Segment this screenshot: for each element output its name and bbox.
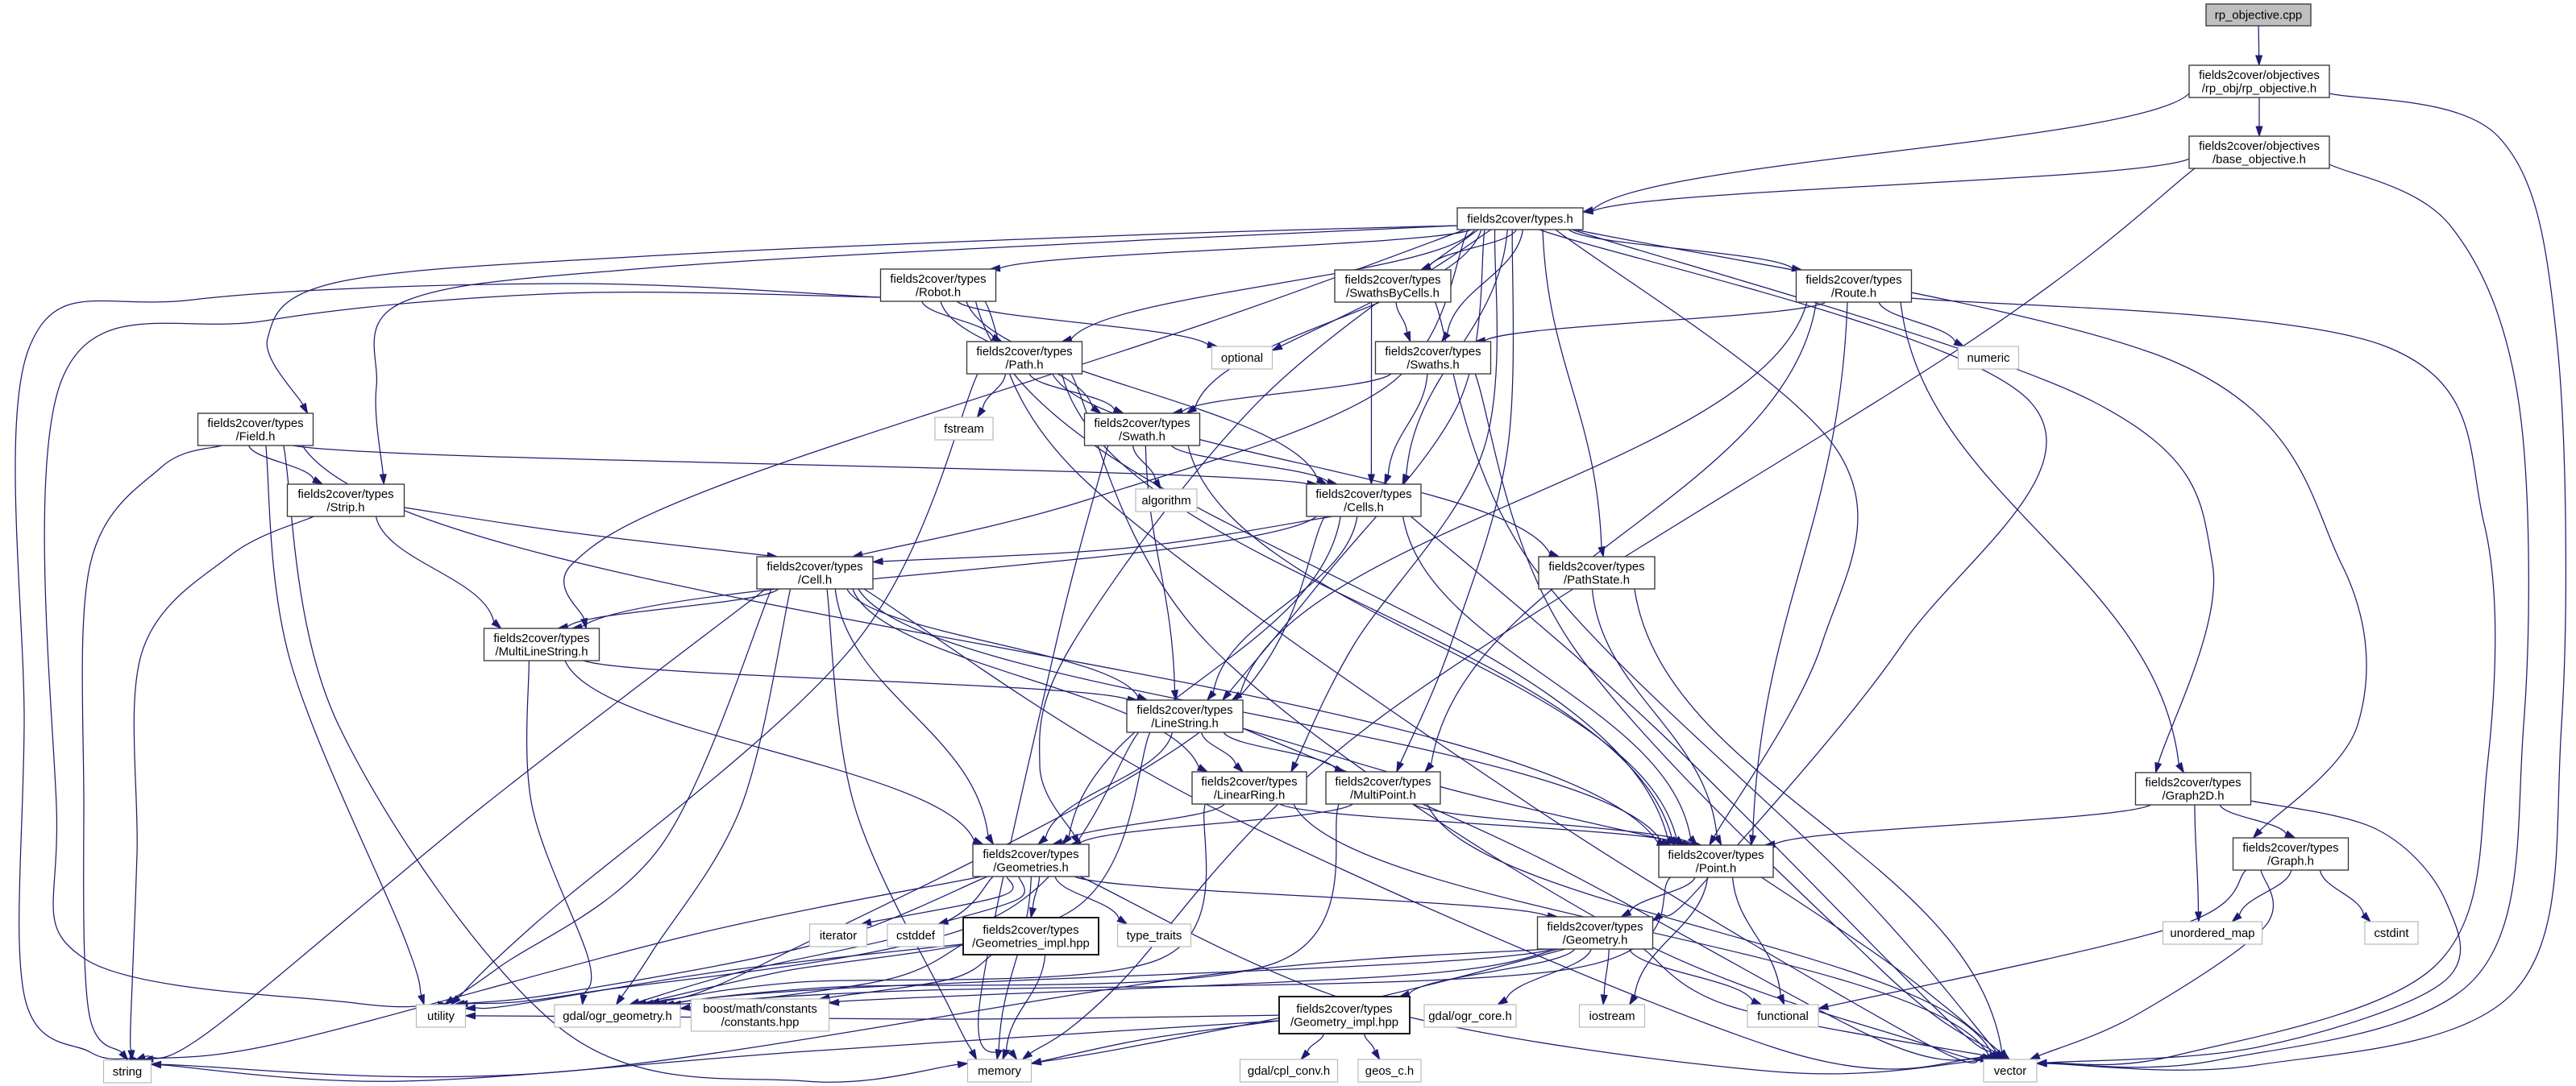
svg-text:/MultiPoint.h: /MultiPoint.h bbox=[1350, 790, 1416, 802]
svg-text:cstddef: cstddef bbox=[896, 930, 936, 943]
svg-text:string: string bbox=[113, 1066, 142, 1079]
svg-text:/Geometries.h: /Geometries.h bbox=[993, 862, 1069, 875]
svg-text:type_traits: type_traits bbox=[1127, 930, 1182, 943]
svg-text:/Graph2D.h: /Graph2D.h bbox=[2163, 790, 2225, 803]
svg-text:/Cells.h: /Cells.h bbox=[1344, 502, 1384, 515]
svg-text:gdal/cpl_conv.h: gdal/cpl_conv.h bbox=[1248, 1065, 1330, 1078]
svg-text:iostream: iostream bbox=[1589, 1010, 1635, 1023]
svg-text:fields2cover/types: fields2cover/types bbox=[767, 561, 862, 574]
svg-text:/Geometry.h: /Geometry.h bbox=[1563, 935, 1628, 947]
svg-text:/Route.h: /Route.h bbox=[1831, 288, 1876, 301]
svg-text:/LineString.h: /LineString.h bbox=[1151, 718, 1219, 731]
svg-text:fields2cover/types: fields2cover/types bbox=[976, 346, 1072, 359]
svg-text:/Robot.h: /Robot.h bbox=[916, 287, 961, 300]
svg-text:/LinearRing.h: /LinearRing.h bbox=[1214, 790, 1286, 802]
svg-text:fields2cover/types: fields2cover/types bbox=[297, 488, 393, 501]
svg-text:fields2cover/types: fields2cover/types bbox=[1315, 488, 1411, 501]
svg-text:fields2cover/types: fields2cover/types bbox=[1547, 921, 1643, 934]
svg-text:/constants.hpp: /constants.hpp bbox=[721, 1017, 800, 1030]
svg-text:fields2cover/types: fields2cover/types bbox=[2242, 842, 2338, 855]
svg-text:cstdint: cstdint bbox=[2374, 927, 2409, 940]
svg-text:numeric: numeric bbox=[1967, 352, 2011, 365]
svg-text:optional: optional bbox=[1221, 352, 1263, 365]
svg-text:/Field.h: /Field.h bbox=[236, 431, 276, 444]
svg-text:fields2cover/objectives: fields2cover/objectives bbox=[2199, 140, 2320, 153]
svg-text:/Graph.h: /Graph.h bbox=[2267, 856, 2314, 868]
svg-text:/Geometry_impl.hpp: /Geometry_impl.hpp bbox=[1290, 1017, 1398, 1030]
svg-text:unordered_map: unordered_map bbox=[2170, 927, 2254, 940]
svg-text:gdal/ogr_geometry.h: gdal/ogr_geometry.h bbox=[563, 1010, 671, 1023]
svg-text:geos_c.h: geos_c.h bbox=[1365, 1065, 1414, 1078]
svg-text:/base_objective.h: /base_objective.h bbox=[2212, 154, 2306, 167]
svg-text:fields2cover/types: fields2cover/types bbox=[1385, 346, 1481, 359]
svg-text:fields2cover/types: fields2cover/types bbox=[1201, 776, 1297, 789]
svg-text:memory: memory bbox=[978, 1065, 1021, 1078]
svg-text:vector: vector bbox=[1994, 1065, 2027, 1078]
svg-text:/SwathsByCells.h: /SwathsByCells.h bbox=[1346, 288, 1440, 301]
svg-text:/Swaths.h: /Swaths.h bbox=[1406, 359, 1459, 372]
svg-text:fields2cover/types.h: fields2cover/types.h bbox=[1467, 213, 1573, 226]
svg-text:fields2cover/types: fields2cover/types bbox=[207, 417, 303, 430]
svg-text:algorithm: algorithm bbox=[1141, 495, 1190, 508]
svg-text:fields2cover/types: fields2cover/types bbox=[983, 848, 1078, 861]
svg-text:fields2cover/types: fields2cover/types bbox=[1094, 417, 1190, 430]
svg-text:fields2cover/types: fields2cover/types bbox=[1344, 274, 1440, 287]
svg-text:fields2cover/types: fields2cover/types bbox=[1296, 1003, 1392, 1016]
svg-text:fields2cover/types: fields2cover/types bbox=[1548, 561, 1644, 574]
svg-text:/Cell.h: /Cell.h bbox=[798, 574, 832, 587]
svg-text:fields2cover/types: fields2cover/types bbox=[890, 273, 986, 286]
svg-text:/MultiLineString.h: /MultiLineString.h bbox=[495, 646, 588, 659]
svg-text:/PathState.h: /PathState.h bbox=[1564, 574, 1630, 587]
svg-text:fields2cover/types: fields2cover/types bbox=[493, 632, 589, 645]
svg-text:rp_objective.cpp: rp_objective.cpp bbox=[2215, 10, 2302, 23]
svg-text:/Path.h: /Path.h bbox=[1005, 359, 1043, 372]
svg-text:/Point.h: /Point.h bbox=[1696, 863, 1737, 876]
svg-text:fields2cover/types: fields2cover/types bbox=[1335, 776, 1431, 789]
svg-text:utility: utility bbox=[427, 1010, 455, 1023]
svg-text:fstream: fstream bbox=[944, 423, 984, 436]
svg-text:/Strip.h: /Strip.h bbox=[326, 502, 364, 515]
svg-text:iterator: iterator bbox=[820, 930, 857, 943]
svg-text:functional: functional bbox=[1757, 1010, 1809, 1023]
svg-text:fields2cover/types: fields2cover/types bbox=[1136, 704, 1232, 717]
svg-text:fields2cover/types: fields2cover/types bbox=[2145, 777, 2241, 790]
svg-text:/Swath.h: /Swath.h bbox=[1119, 431, 1165, 444]
svg-text:fields2cover/objectives: fields2cover/objectives bbox=[2199, 69, 2320, 82]
svg-text:/rp_obj/rp_objective.h: /rp_obj/rp_objective.h bbox=[2202, 83, 2316, 96]
svg-text:fields2cover/types: fields2cover/types bbox=[983, 924, 1078, 937]
svg-text:fields2cover/types: fields2cover/types bbox=[1805, 274, 1901, 287]
svg-text:/Geometries_impl.hpp: /Geometries_impl.hpp bbox=[972, 938, 1090, 951]
svg-text:gdal/ogr_core.h: gdal/ogr_core.h bbox=[1428, 1010, 1511, 1023]
svg-text:boost/math/constants: boost/math/constants bbox=[703, 1003, 817, 1016]
svg-text:fields2cover/types: fields2cover/types bbox=[1668, 849, 1764, 862]
